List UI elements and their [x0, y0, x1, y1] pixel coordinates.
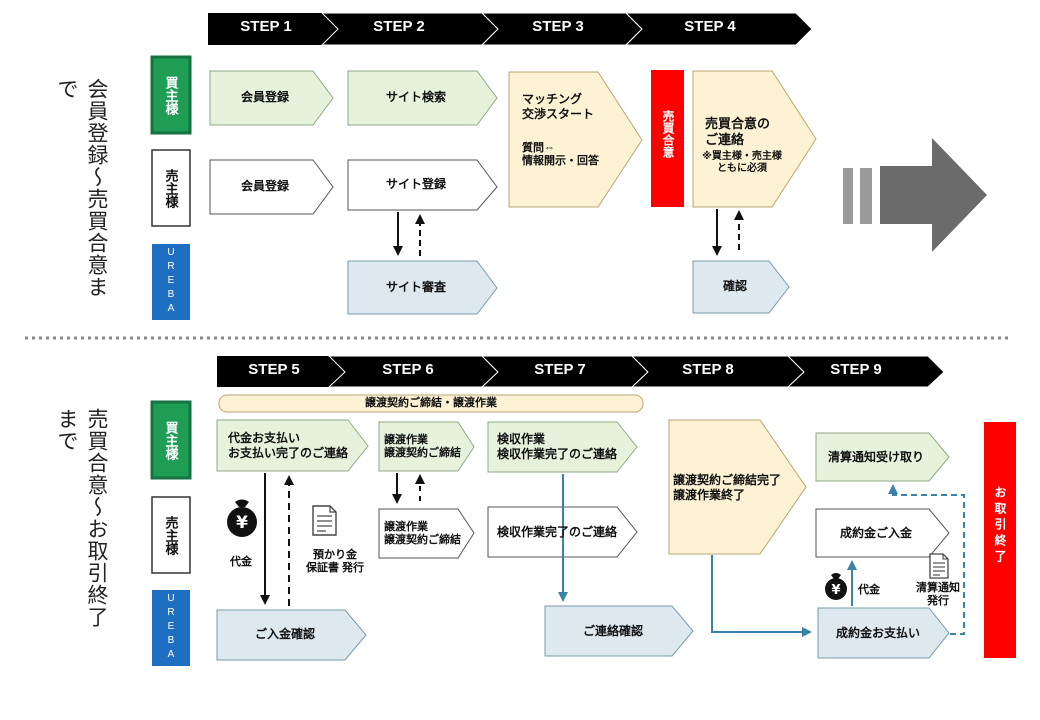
step-label-8: STEP 8: [682, 361, 734, 378]
step-label-3: STEP 3: [532, 18, 584, 35]
arrow-payment-to-settlement: [888, 484, 965, 635]
transfer-seller-shape: [378, 508, 475, 559]
matching-sub: 質問⇔ 情報開示・回答: [522, 142, 599, 167]
contact-confirm: ご連絡確認: [582, 624, 643, 638]
seller-site-reg: サイト登録: [385, 177, 446, 191]
matching-shape: [508, 71, 643, 208]
arrow-complete-to-payment: [711, 555, 812, 637]
site-review-shape: [347, 260, 498, 315]
seller-site-reg-shape: [347, 159, 498, 211]
money-label-2: 代金: [858, 584, 880, 596]
step-label-5: STEP 5: [248, 361, 300, 378]
step-label-4: STEP 4: [684, 18, 736, 35]
role-buyer-bottom-box: [150, 400, 192, 480]
settlement-issue: 清算通知 発行: [916, 582, 960, 607]
step-label-6: STEP 6: [382, 361, 434, 378]
seller-member-reg: 会員登録: [240, 179, 289, 193]
document-icon-2: [929, 553, 949, 579]
step-label-2: STEP 2: [373, 18, 425, 35]
inspection-buyer: 検収作業 検収作業完了のご連絡: [497, 432, 618, 461]
seller-member-reg-shape: [209, 159, 334, 215]
matching-title: マッチング 交渉スタート: [522, 92, 595, 121]
inspection-buyer-shape: [487, 421, 638, 473]
agreement-contact-shape: [692, 70, 817, 208]
step-label-1: STEP 1: [240, 18, 292, 35]
phase-label-bottom: 売買合意〜お取引終了まで: [55, 408, 109, 628]
payment-buyer-shape: [216, 419, 369, 472]
yen-bag-icon: ¥: [227, 499, 257, 537]
payment-buyer: 代金お支払い お支払い完了のご連絡: [228, 431, 349, 460]
step-chevron-5: [217, 356, 345, 387]
deposit-confirm: ご入金確認: [254, 627, 315, 641]
proceeds-deposit: 成約金ご入金: [839, 526, 912, 540]
role-ureba-bottom: UREBA: [165, 593, 177, 663]
step-chevron-9: [786, 355, 945, 388]
big-gray-arrow: [880, 138, 987, 252]
transaction-end-bar: [984, 422, 1016, 658]
transaction-end-label: お取引終了: [993, 486, 1007, 566]
big-arrow-bar-2: [860, 168, 872, 224]
sale-agreement-bar: [651, 70, 684, 207]
document-icon: [312, 505, 337, 536]
contact-confirm-shape: [544, 605, 694, 657]
contract-complete: 譲渡契約ご締結完了 譲渡作業終了: [673, 473, 782, 502]
role-buyer-top: 買主様: [163, 75, 179, 115]
contract-complete-shape: [668, 419, 807, 555]
role-ureba-top-box: [152, 244, 190, 320]
proceeds-deposit-shape: [815, 508, 950, 558]
step-chevron-1: [208, 13, 338, 45]
transfer-buyer-shape: [378, 421, 475, 472]
big-arrow-bar-1: [843, 168, 853, 224]
role-seller-top-box: [151, 149, 191, 227]
role-seller-top: 売主様: [163, 168, 179, 208]
agreement-contact: 売買合意の ご連絡: [705, 116, 771, 147]
deposit-label: 預かり金 保証書 発行: [305, 549, 365, 574]
site-review: サイト審査: [385, 280, 446, 294]
svg-text:¥: ¥: [236, 513, 248, 533]
deposit-confirm-shape: [216, 609, 367, 661]
role-buyer-bottom: 買主様: [163, 420, 179, 460]
role-ureba-bottom-box: [152, 590, 190, 666]
step-label-7: STEP 7: [534, 361, 586, 378]
yen-bag-icon-2: ¥: [825, 573, 847, 600]
settlement-receive: 清算通知受け取り: [827, 450, 924, 464]
role-seller-bottom: 売主様: [163, 515, 179, 555]
buyer-site-search: サイト検索: [385, 90, 446, 104]
inspection-seller: 検収作業完了のご連絡: [497, 525, 618, 539]
step-chevron-4: [624, 12, 813, 46]
money-label: 代金: [230, 556, 252, 568]
proceeds-payment-shape: [817, 607, 950, 659]
buyer-site-search-shape: [347, 70, 498, 126]
role-ureba-top: UREBA: [165, 247, 177, 317]
confirm-label: 確認: [722, 279, 747, 293]
sale-agreement-label: 売買合意: [661, 110, 675, 158]
proceeds-payment: 成約金お支払い: [835, 626, 920, 640]
svg-text:¥: ¥: [831, 583, 840, 598]
transfer-seller: 譲渡作業 譲渡契約ご締結: [384, 521, 461, 546]
role-buyer-top-box: [150, 55, 192, 135]
settlement-receive-shape: [815, 432, 950, 482]
confirm-shape: [692, 260, 790, 314]
step-label-9: STEP 9: [830, 361, 882, 378]
contract-banner: 譲渡契約ご締結・譲渡作業: [365, 397, 497, 409]
role-seller-bottom-box: [151, 496, 191, 574]
transfer-buyer: 譲渡作業 譲渡契約ご締結: [384, 434, 461, 459]
contract-banner-shape: [218, 394, 644, 413]
buyer-member-reg: 会員登録: [240, 90, 289, 104]
agreement-note: ※買主様・売主様 ともに必須: [702, 151, 782, 174]
buyer-member-reg-shape: [209, 70, 334, 126]
phase-label-top: 会員登録〜売買合意まで: [55, 78, 109, 298]
